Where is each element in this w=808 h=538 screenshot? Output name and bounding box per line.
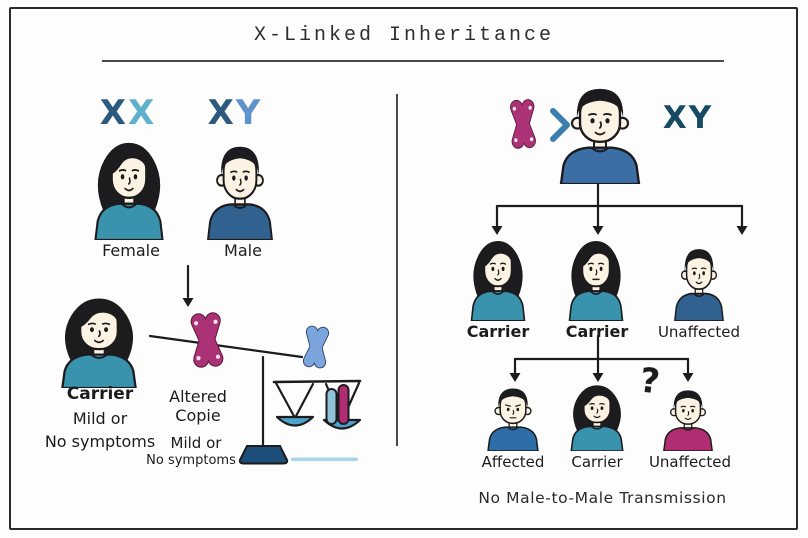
gen2-label-unaffected: Unaffected <box>648 453 732 471</box>
panel-divider <box>396 94 398 446</box>
gen2-label-carrier: Carrier <box>571 453 623 471</box>
no-male-to-male-note: No Male-to-Male Transmission <box>478 489 727 507</box>
altered-copy-line1: Altered <box>169 387 227 406</box>
gen1-unaffected-son-figure <box>668 244 730 321</box>
gen1-label-unaffected: Unaffected <box>657 323 741 341</box>
y-chromosome-letter: Y <box>235 93 263 133</box>
chevron-right-icon <box>547 105 573 145</box>
altered-copy-line2: Copie <box>175 406 221 425</box>
gen2-label-affected: Affected <box>481 453 545 471</box>
inherited-x-chromosome-icon <box>502 97 544 151</box>
gen2-affected-son-figure <box>481 384 545 451</box>
title-underline <box>102 60 724 62</box>
male-karyotype: XY <box>203 96 267 130</box>
father-figure <box>550 82 650 184</box>
altered-x-chromosome-icon <box>181 310 233 370</box>
female-karyotype: XX <box>94 96 162 130</box>
male-label: Male <box>224 241 262 260</box>
balance-scale-icon <box>268 374 368 442</box>
female-label: Female <box>102 241 160 260</box>
carrier-mother-figure <box>52 294 146 388</box>
gen1-carrier-daughter2-figure <box>562 237 630 321</box>
x-chromosome-letter: X <box>128 93 157 133</box>
gen1-label-carrier1: Carrier <box>466 322 530 341</box>
gen2-unaffected-son-figure <box>657 386 719 451</box>
gen2-carrier-daughter-figure <box>564 382 630 451</box>
x-chromosome-letter: X <box>207 93 236 133</box>
male-figure <box>199 140 281 240</box>
gen1-carrier-daughter1-figure <box>464 237 532 321</box>
carrier-symptoms-line2: No symptoms <box>44 432 156 451</box>
altered-symptoms-line1: Mild or <box>170 434 222 452</box>
carrier-symptoms-line1: Mild or <box>72 409 128 428</box>
diagram-title: X-Linked Inheritance <box>253 24 555 47</box>
question-mark: ? <box>637 360 662 403</box>
altered-symptoms-line2: No symptoms <box>146 453 236 468</box>
x-chromosome-letter: X <box>99 93 128 133</box>
female-figure <box>86 138 172 240</box>
carrier-label: Carrier <box>66 384 134 404</box>
father-karyotype: XY <box>662 100 714 136</box>
border-frame <box>9 7 798 530</box>
gen1-label-carrier2: Carrier <box>565 322 629 341</box>
normal-x-chromosome-icon <box>296 324 336 370</box>
